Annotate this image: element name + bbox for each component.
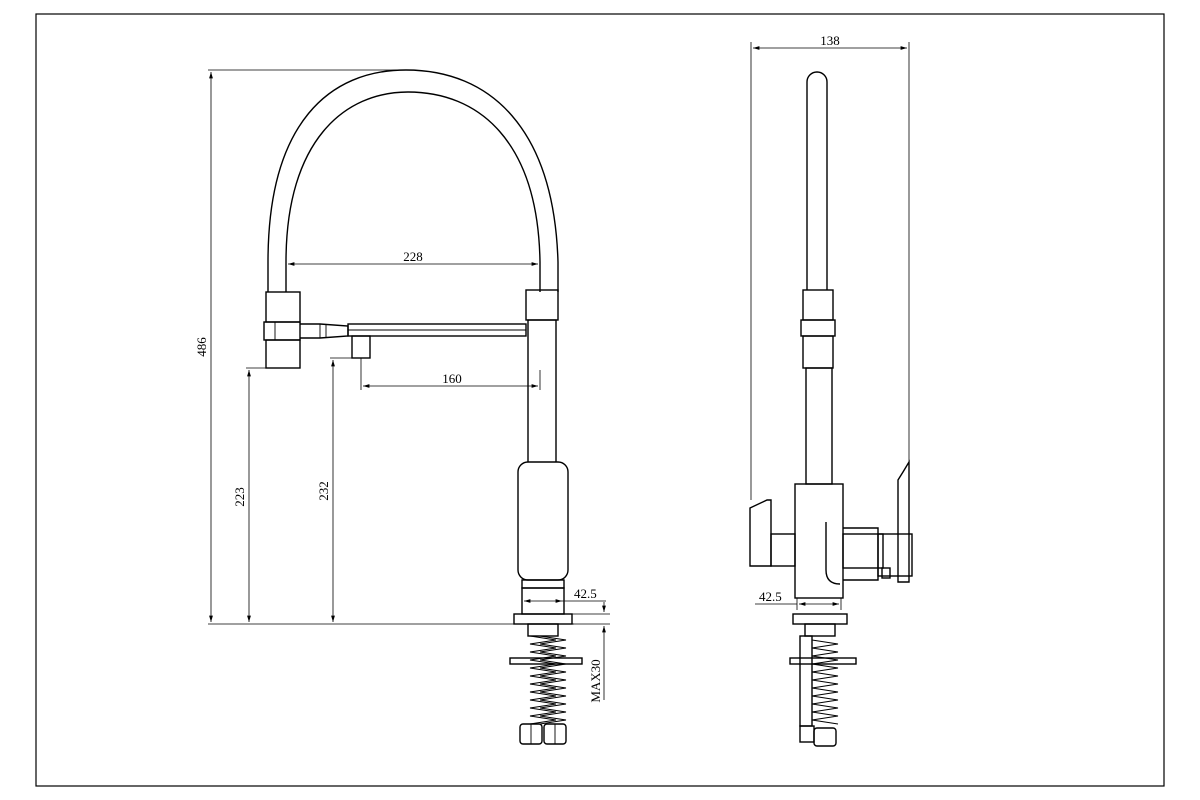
front-body-column [513,289,573,625]
side-column [805,367,833,485]
front-arch-hose [267,69,559,292]
front-spray-holder [263,291,301,369]
side-left-knob [749,499,796,567]
side-lever-handle [897,459,910,583]
side-mounting-shank [789,623,857,747]
dim-label-160: 160 [442,371,462,386]
front-mounting-shank [509,623,583,745]
front-aerator [351,335,371,359]
side-body [794,483,913,599]
dim-label-138: 138 [820,33,840,48]
side-base [792,613,848,625]
dim-label-228: 228 [403,249,423,264]
dim-label-223: 223 [232,487,247,507]
dim-label-486: 486 [194,337,209,357]
side-view: 138 42.5 [749,33,913,747]
side-upper-hose [806,71,828,290]
drawing-frame [35,13,1165,787]
dim-label-max30: MAX30 [588,659,603,702]
dim-label-42-5-front: 42.5 [574,586,597,601]
front-view: 486 228 160 223 232 42.5 MAX30 [194,69,610,745]
dim-label-232: 232 [316,481,331,501]
front-spray-nozzle [300,323,349,339]
side-collar [800,289,836,369]
dim-label-42-5-side: 42.5 [759,589,782,604]
